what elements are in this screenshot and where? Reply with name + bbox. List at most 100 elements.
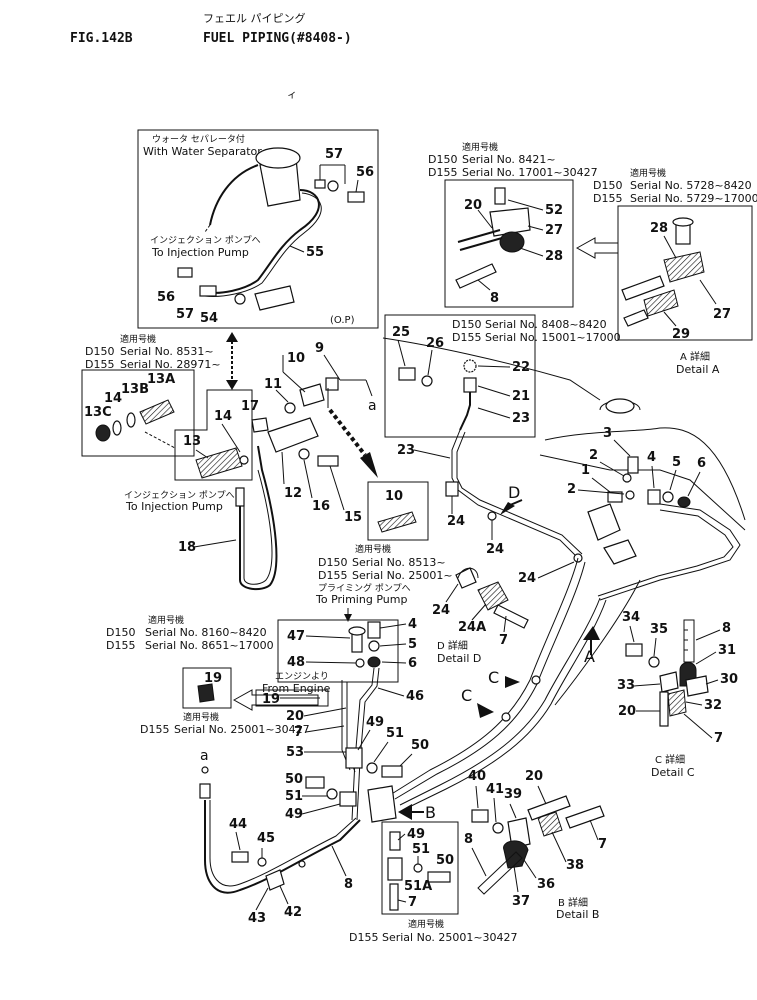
fitting-57-lower bbox=[199, 285, 217, 297]
callout-20-prime: 20 bbox=[286, 709, 304, 724]
detail-a-serial-jp: 適用号機 bbox=[630, 167, 666, 179]
bolt-25 bbox=[398, 367, 416, 381]
callout-a-arrow: A bbox=[584, 647, 595, 666]
bolt-44 bbox=[231, 851, 249, 863]
washer-16 bbox=[298, 448, 310, 460]
callout-28-a: 28 bbox=[650, 221, 668, 236]
callout-19-inline: 19 bbox=[262, 692, 280, 707]
block-12 bbox=[267, 417, 319, 453]
callout-11: 11 bbox=[264, 377, 282, 392]
upper-serial-jp: 適用号機 bbox=[462, 141, 498, 153]
fitting-10-box bbox=[377, 511, 417, 533]
water-separator-title: With Water Separator bbox=[143, 145, 262, 158]
to-injection-label: To Injection Pump bbox=[151, 246, 249, 259]
water-separator-box: ウォータ セパレータ付 With Water Separator 57 56 5… bbox=[137, 129, 379, 329]
callout-1: 1 bbox=[581, 463, 590, 478]
washer-5-prime bbox=[368, 640, 380, 652]
detail-a-d150-serial: Serial No. 5728~8420 bbox=[630, 179, 752, 192]
lower-left: a 44 45 43 42 8 bbox=[199, 748, 361, 926]
priming-d150: D150 bbox=[106, 626, 135, 639]
callout-16: 16 bbox=[312, 499, 330, 514]
callout-32: 32 bbox=[704, 698, 722, 713]
box10-d150: D150 bbox=[318, 556, 347, 569]
callout-4-tank: 4 bbox=[647, 450, 656, 465]
callout-a-lower: a bbox=[200, 748, 209, 764]
from-engine-label: From Engine bbox=[262, 682, 331, 695]
callout-48: 48 bbox=[287, 655, 305, 670]
clamp-33 bbox=[659, 671, 679, 693]
mid-d155-serial: Serial No. 15001~17000 bbox=[485, 331, 621, 344]
pipe-7-box bbox=[389, 883, 399, 911]
washer-51 bbox=[366, 762, 378, 774]
box19-d155-serial: Serial No. 25001~30427 bbox=[174, 723, 310, 736]
callout-23-box: 23 bbox=[512, 411, 530, 426]
callout-37: 37 bbox=[512, 894, 530, 909]
fitting-4 bbox=[647, 489, 661, 505]
from-engine-arrow bbox=[232, 689, 319, 711]
ruler-8-c bbox=[683, 619, 695, 663]
filter-1 bbox=[607, 491, 623, 503]
washer-5 bbox=[662, 491, 674, 503]
detail-c: 34 35 8 31 33 30 20 32 7 C 詳細 Detail C bbox=[617, 610, 738, 779]
clamp-28-a bbox=[663, 251, 705, 283]
pipe-7-d bbox=[493, 604, 529, 629]
fitting-19-box bbox=[197, 683, 215, 703]
callout-13: 13 bbox=[183, 434, 201, 449]
fitting-21 bbox=[463, 377, 477, 393]
callout-29-a: 29 bbox=[672, 327, 690, 342]
callout-9: 9 bbox=[315, 341, 324, 356]
detail-a-d155-serial: Serial No. 5729~17000 bbox=[630, 192, 757, 205]
left-serial-jp: 適用号機 bbox=[120, 333, 156, 345]
callout-50-lower: 50 bbox=[285, 772, 303, 787]
bolt-3 bbox=[627, 456, 639, 474]
callout-44: 44 bbox=[229, 817, 247, 832]
washer-2-lower bbox=[625, 490, 635, 500]
fitting-13a bbox=[139, 399, 175, 425]
callout-2-lower: 2 bbox=[567, 482, 576, 497]
upper-d150: D150 bbox=[428, 153, 457, 166]
pipe-a bbox=[621, 275, 665, 301]
washer-13b bbox=[126, 412, 136, 428]
mid-d150-serial: Serial No. 8408~8420 bbox=[485, 318, 607, 331]
pipe-20-b bbox=[527, 795, 571, 821]
callout-3: 3 bbox=[603, 426, 612, 441]
callout-24a-d: 24A bbox=[458, 620, 486, 635]
callout-14-left: 14 bbox=[104, 391, 122, 406]
callout-56-top: 56 bbox=[356, 165, 374, 180]
fuel-tank-outline: 3 2 4 5 6 1 2 bbox=[382, 337, 746, 601]
clamp-28 bbox=[499, 231, 525, 253]
detail-a-label-jp: A 詳細 bbox=[680, 350, 710, 363]
priming-serial-jp: 適用号機 bbox=[148, 614, 184, 626]
clamp-49-box bbox=[389, 831, 401, 851]
washer-51-box bbox=[413, 863, 423, 873]
left-box: 適用号機 D150 Serial No. 8531~ D155 Serial N… bbox=[81, 333, 221, 457]
callout-26: 26 bbox=[426, 336, 444, 351]
to-priming-label: To Priming Pump bbox=[315, 593, 407, 606]
callout-17: 17 bbox=[241, 399, 259, 414]
from-engine-jp: エンジンより bbox=[275, 671, 329, 682]
box51a-serial-jp: 適用号機 bbox=[408, 918, 444, 930]
washer-57 bbox=[327, 180, 339, 192]
separator-outlet-line bbox=[209, 164, 259, 226]
fitting-57 bbox=[314, 179, 326, 189]
bracket-51a bbox=[387, 857, 403, 881]
clamp-24-a bbox=[445, 481, 459, 497]
callout-55: 55 bbox=[306, 245, 324, 260]
callout-7-d: 7 bbox=[499, 633, 508, 648]
fitting-4-prime bbox=[367, 621, 381, 639]
callout-36: 36 bbox=[537, 877, 555, 892]
page-title: FUEL PIPING(#8408-) bbox=[203, 31, 352, 46]
callout-41: 41 bbox=[486, 782, 504, 797]
detail-b-label: Detail B bbox=[556, 908, 599, 921]
callout-33: 33 bbox=[617, 678, 635, 693]
box-10: 10 適用号機 D150 Serial No. 8513~ D155 Seria… bbox=[318, 481, 453, 582]
bolt-56-lower bbox=[177, 267, 193, 278]
connector-block bbox=[254, 285, 295, 311]
mid-d150: D150 bbox=[452, 318, 481, 331]
callout-d: D bbox=[508, 483, 520, 502]
clamp-49 bbox=[345, 747, 363, 769]
callout-51: 51 bbox=[386, 726, 404, 741]
to-injection-jp: インジェクション ポンプへ bbox=[150, 235, 261, 246]
priming-jp: プライミング ポンプへ bbox=[318, 582, 411, 594]
callout-6-prime: 6 bbox=[408, 656, 417, 671]
